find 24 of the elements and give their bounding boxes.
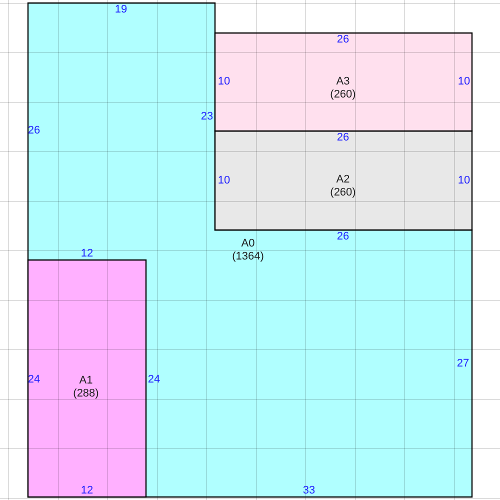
dimension-label: 26 xyxy=(28,124,40,138)
dimension-label: 24 xyxy=(148,374,160,386)
dimension-label: 19 xyxy=(114,4,128,16)
area-value: (1364) xyxy=(232,250,264,263)
room-name: A3 xyxy=(336,75,350,88)
dimension-label: 26 xyxy=(336,34,350,46)
room-name: A1 xyxy=(79,374,93,387)
room-name: A2 xyxy=(336,173,350,186)
dimension-label: 12 xyxy=(80,248,94,260)
dimension-label: 23 xyxy=(200,110,214,124)
room-name: A0 xyxy=(241,237,255,250)
dimension-label: 26 xyxy=(336,132,350,144)
dimension-label: 24 xyxy=(28,374,40,386)
dimension-label: 12 xyxy=(80,484,94,498)
dimension-label: 10 xyxy=(458,174,470,188)
dimension-label: 10 xyxy=(458,76,470,88)
dimension-label: 33 xyxy=(302,484,316,498)
dimension-label: 26 xyxy=(336,230,350,244)
dimension-label: 27 xyxy=(456,358,470,370)
dimension-label: 10 xyxy=(218,76,230,88)
area-value: (260) xyxy=(330,88,356,101)
area-value: (288) xyxy=(73,387,99,400)
area-value: (260) xyxy=(330,186,356,199)
dimension-label: 10 xyxy=(218,174,230,188)
